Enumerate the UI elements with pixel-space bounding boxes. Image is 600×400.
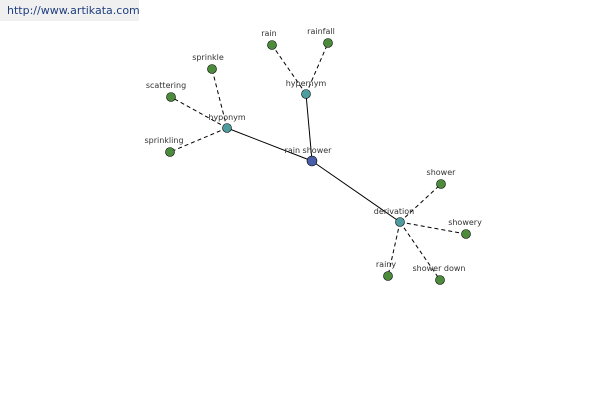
node-label-shower: shower — [427, 168, 457, 177]
node-label-sprinkling: sprinkling — [144, 136, 183, 145]
node-rainfall[interactable] — [323, 38, 333, 48]
node-label-scattering: scattering — [146, 81, 186, 90]
node-label-rainy: rainy — [376, 260, 396, 269]
node-label-shower-down: shower down — [412, 264, 465, 273]
edge-rain-shower-to-hyponym — [226, 127, 313, 162]
node-sprinkle[interactable] — [207, 64, 217, 74]
edges-layer — [169, 42, 467, 281]
labels-layer: rain shower hypernym hyponym derivation rain… — [144, 27, 482, 273]
node-shower[interactable] — [436, 179, 446, 189]
node-label-hyponym: hyponym — [208, 113, 246, 122]
edge-hypernym-to-rain — [271, 44, 307, 95]
edge-derivation-to-shower — [399, 183, 442, 223]
node-label-showery: showery — [448, 218, 482, 227]
node-showery[interactable] — [461, 229, 471, 239]
edge-hyponym-to-sprinkling — [169, 127, 228, 153]
site-url-watermark: http://www.artikata.com — [0, 0, 140, 21]
node-label-rain: rain — [261, 29, 276, 38]
edge-hyponym-to-scattering — [170, 96, 228, 129]
node-label-sprinkle: sprinkle — [192, 53, 224, 62]
edge-derivation-to-shower-down — [399, 221, 441, 281]
node-label-hypernym: hypernym — [286, 79, 327, 88]
node-hypernym[interactable] — [301, 89, 311, 99]
edge-rain-shower-to-hypernym — [305, 93, 313, 162]
edge-derivation-to-rainy — [387, 221, 401, 277]
nodes-layer — [165, 38, 471, 285]
node-label-rain-shower: rain shower — [285, 146, 333, 155]
node-shower-down[interactable] — [435, 275, 445, 285]
node-scattering[interactable] — [166, 92, 176, 102]
node-hyponym[interactable] — [222, 123, 232, 133]
node-rain[interactable] — [267, 40, 277, 50]
edge-hypernym-to-rainfall — [305, 42, 329, 95]
node-rainy[interactable] — [383, 271, 393, 281]
node-rain-shower[interactable] — [306, 155, 318, 167]
edge-rain-shower-to-derivation — [311, 160, 401, 223]
node-label-rainfall: rainfall — [307, 27, 335, 36]
node-label-derivation: derivation — [374, 207, 414, 216]
node-sprinkling[interactable] — [165, 147, 175, 157]
edge-hyponym-to-sprinkle — [211, 68, 228, 129]
node-derivation[interactable] — [395, 217, 405, 227]
